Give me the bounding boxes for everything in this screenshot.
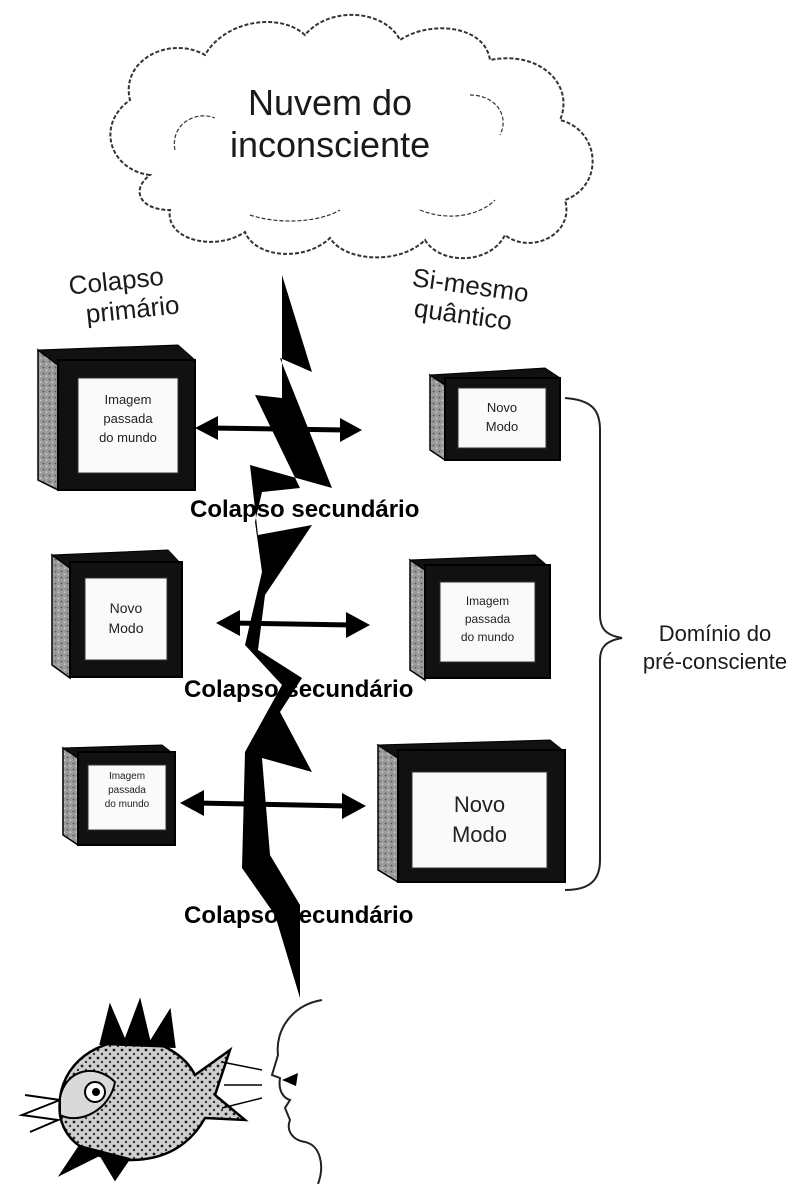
box-text-line: Modo [485,419,519,434]
secondary-collapse-label: Colapso secundário [184,676,414,703]
box-text-line: passada [103,411,153,426]
box-text-line: Novo [109,600,143,616]
box-text-line: passada [464,612,511,626]
box-text-line: Novo [486,400,518,415]
secondary-collapse-label: Colapso secundário [184,902,414,929]
box-row1-right-text: Novo Modo [458,398,546,436]
eye-icon [282,1073,298,1086]
box-row1-left-text: Imagem passada do mundo [78,390,178,447]
face-profile-icon [270,999,323,1184]
domain-line1: Domínio do [658,621,772,646]
box-row2-left-text: Novo Modo [85,598,167,638]
box-text-line: do mundo [99,430,157,445]
cloud-title-line1: Nuvem do [247,82,413,123]
box-row2-right-text: Imagem passada do mundo [440,592,535,646]
box-row1-left [36,344,197,492]
box-text-line: Imagem [108,771,146,782]
box-text-line: passada [108,785,146,796]
fish-icon [18,997,249,1182]
box-text-line: Imagem [465,594,510,608]
box-row2-right [408,554,552,682]
box-text-line: Modo [108,620,144,636]
lightning-bolt-icon [242,275,332,998]
box-row3-left [61,744,177,847]
secondary-collapse-label: Colapso secundário [190,496,420,523]
box-row1-right [428,367,562,462]
preconscious-domain-label: Domínio do pré-consciente [630,620,800,676]
box-text-line: do mundo [460,630,515,644]
cloud-title: Nuvem do inconsciente [230,82,430,166]
cloud-title-line2: inconsciente [230,124,431,165]
box-text-line: do mundo [104,799,150,810]
cloud-icon [109,14,594,260]
box-row3-right [376,739,567,884]
box-text-line: Novo [453,792,506,817]
domain-line2: pré-consciente [642,649,788,674]
sight-lines [221,1061,263,1109]
double-arrow-icon [180,416,370,819]
box-text-line: Imagem [104,392,152,407]
box-text-line: Modo [451,822,508,847]
primary-collapse-label: Colapso primário [67,260,181,331]
bracket-icon [564,397,623,891]
box-row3-left-text: Imagem passada do mundo [88,770,166,812]
box-row2-left [50,549,184,680]
box-row3-right-text: Novo Modo [412,790,547,850]
